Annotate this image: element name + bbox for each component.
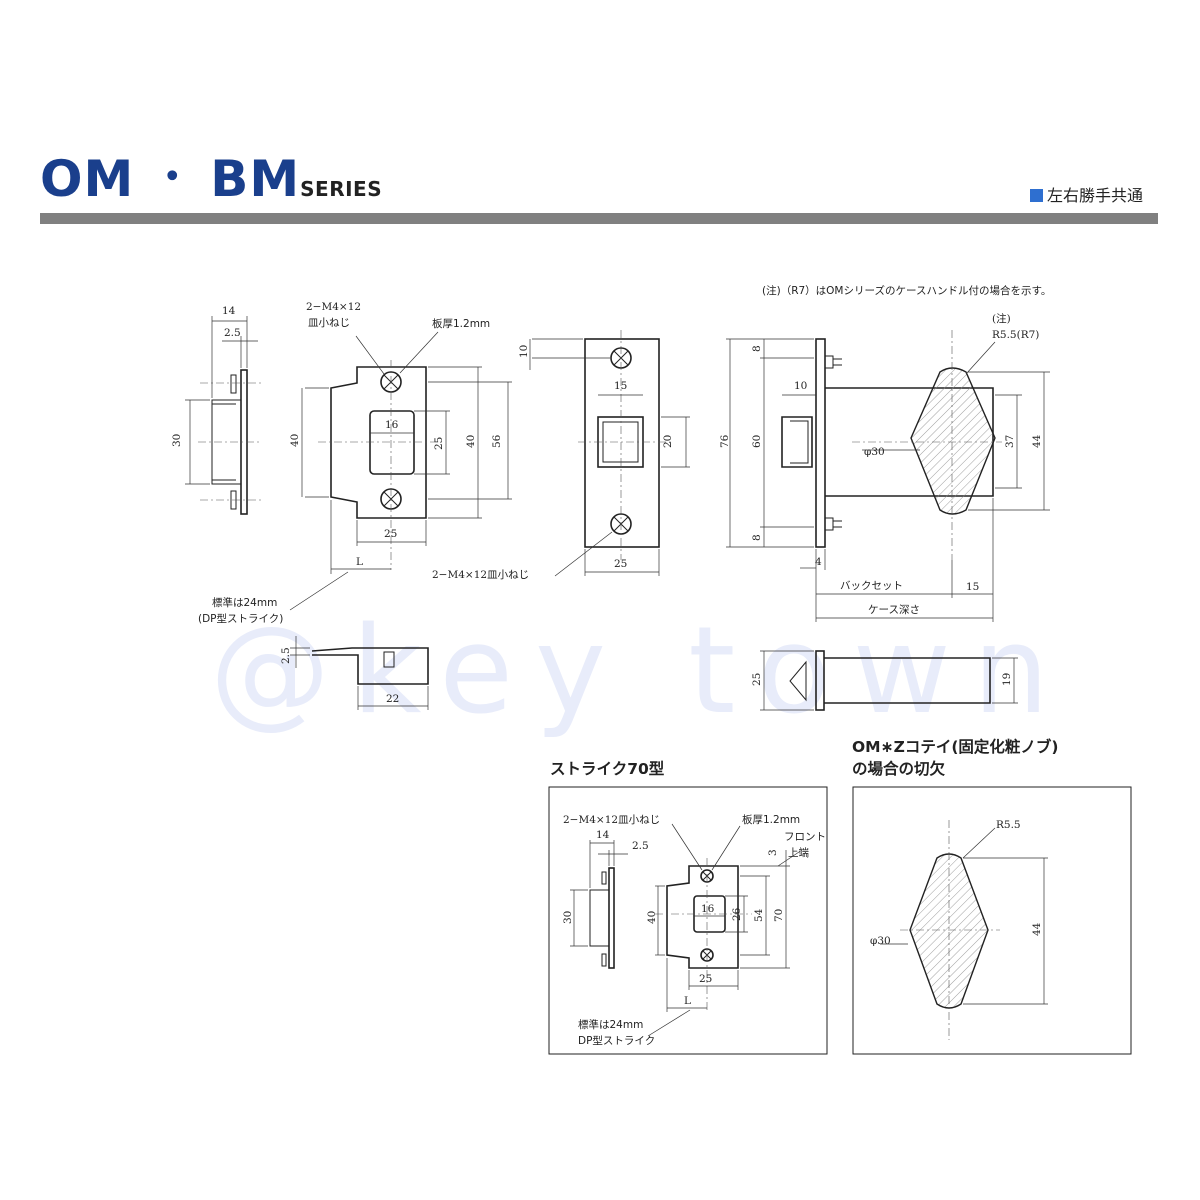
dim-front-25: 25 xyxy=(614,558,627,570)
front-screw-label: 2−M4×12皿小ねじ xyxy=(432,569,529,581)
dim-latch-8-bottom: 8 xyxy=(751,534,763,541)
dim-strike-bottom-2-5: 2.5 xyxy=(280,647,292,664)
blue-square-icon xyxy=(1030,189,1043,202)
cutout-drawing xyxy=(880,820,1048,1040)
dim-front-15: 15 xyxy=(614,380,627,392)
cutout-phi-label: φ30 xyxy=(870,935,891,947)
backset-label: バックセット xyxy=(840,580,903,592)
latch-radius-label: R5.5(R7) xyxy=(992,329,1039,341)
strike70-box xyxy=(548,786,828,1055)
handedness-note: 左右勝手共通 xyxy=(1030,182,1143,206)
dim-s70-16: 16 xyxy=(701,903,715,915)
latch-top-view xyxy=(760,650,1018,711)
watermark: @key town xyxy=(210,602,1071,741)
strike70-title: ストライク70型 xyxy=(550,760,665,778)
dim-s70-25: 25 xyxy=(699,973,712,985)
dim-strike-16: 16 xyxy=(385,419,399,431)
title-om: OM xyxy=(40,150,135,208)
cutout-box xyxy=(852,786,1132,1055)
dim-strike-bottom-22: 22 xyxy=(386,693,399,705)
latch-side-view xyxy=(726,330,1050,622)
dim-strike-14: 14 xyxy=(222,305,236,317)
dim-front-20: 20 xyxy=(662,435,674,448)
dim-strike-40-outer: 40 xyxy=(289,434,301,447)
cutout-radius-label: R5.5 xyxy=(996,819,1021,831)
dim-strike-30: 30 xyxy=(171,434,183,447)
dim-s70-54: 54 xyxy=(753,908,765,922)
strike70-plate-label: 板厚1.2mm xyxy=(742,813,800,826)
top-note: (注)（R7）はOMシリーズのケースハンドル付の場合を示す。 xyxy=(762,284,1051,297)
dim-strike-56: 56 xyxy=(491,434,503,448)
dim-latch-60: 60 xyxy=(751,435,763,448)
dim-s70-3: 3 xyxy=(767,849,779,856)
dim-strike-40: 40 xyxy=(465,435,477,448)
dim-strike-L: L xyxy=(356,556,363,568)
strike70-drawing xyxy=(570,823,803,1037)
dim-latch-top-25: 25 xyxy=(751,673,763,686)
dim-latch-15: 15 xyxy=(966,581,979,593)
latch-front-plate xyxy=(529,330,690,577)
dim-strike-25: 25 xyxy=(433,437,445,450)
dim-latch-8-top: 8 xyxy=(751,345,763,352)
cutout-title-2: の場合の切欠 xyxy=(852,759,946,778)
dim-latch-10: 10 xyxy=(794,380,807,392)
strike70-front-label: フロント xyxy=(784,831,826,843)
latch-note-label: (注) xyxy=(992,312,1011,325)
cutout-dim-44: 44 xyxy=(1031,922,1043,936)
dim-s70-70: 70 xyxy=(773,909,785,922)
strike-screw-label-1: 2−M4×12 xyxy=(306,301,361,313)
strike-bottom-view xyxy=(290,636,429,710)
dim-front-10: 10 xyxy=(518,345,530,358)
strike-plate-label: 板厚1.2mm xyxy=(432,317,490,330)
dim-latch-4: 4 xyxy=(815,556,822,568)
strike70-standard-2: DP型ストライク xyxy=(578,1034,655,1047)
header-rule xyxy=(40,213,1158,224)
strike70-standard-1: 標準は24mm xyxy=(578,1018,643,1031)
strike-standard-1: 標準は24mm xyxy=(212,596,277,609)
dim-s70-26: 26 xyxy=(731,907,743,921)
series-title: OM ・ BMSERIES xyxy=(40,150,382,210)
cutout-title-1: OM∗Zコテイ(固定化粧ノブ) xyxy=(852,737,1059,756)
strike-front-view xyxy=(289,331,512,611)
title-bm: BM xyxy=(210,150,301,208)
dim-strike-2-5: 2.5 xyxy=(224,327,241,339)
title-series: SERIES xyxy=(300,177,383,201)
dim-strike-width-25: 25 xyxy=(384,528,397,540)
case-depth-label: ケース深さ xyxy=(868,604,920,616)
strike-screw-label-2: 皿小ねじ xyxy=(308,317,350,329)
dim-latch-37: 37 xyxy=(1004,435,1016,448)
strike-side-view xyxy=(185,316,262,515)
strike70-screw-label: 2−M4×12皿小ねじ xyxy=(563,814,660,826)
title-separator: ・ xyxy=(152,154,193,200)
strike-standard-2: (DP型ストライク) xyxy=(198,612,283,625)
dim-s70-40: 40 xyxy=(646,911,658,924)
handedness-note-text: 左右勝手共通 xyxy=(1047,186,1144,205)
strike70-top-end-label: 上端 xyxy=(788,846,809,859)
dim-s70-14: 14 xyxy=(596,829,610,841)
latch-phi-label: φ30 xyxy=(864,446,885,458)
dim-latch-top-19: 19 xyxy=(1001,673,1013,686)
dim-latch-44: 44 xyxy=(1031,434,1043,448)
dim-latch-76: 76 xyxy=(719,434,731,448)
dim-s70-30: 30 xyxy=(562,911,574,924)
dim-s70-L: L xyxy=(684,995,691,1007)
dim-s70-2-5: 2.5 xyxy=(632,840,649,852)
